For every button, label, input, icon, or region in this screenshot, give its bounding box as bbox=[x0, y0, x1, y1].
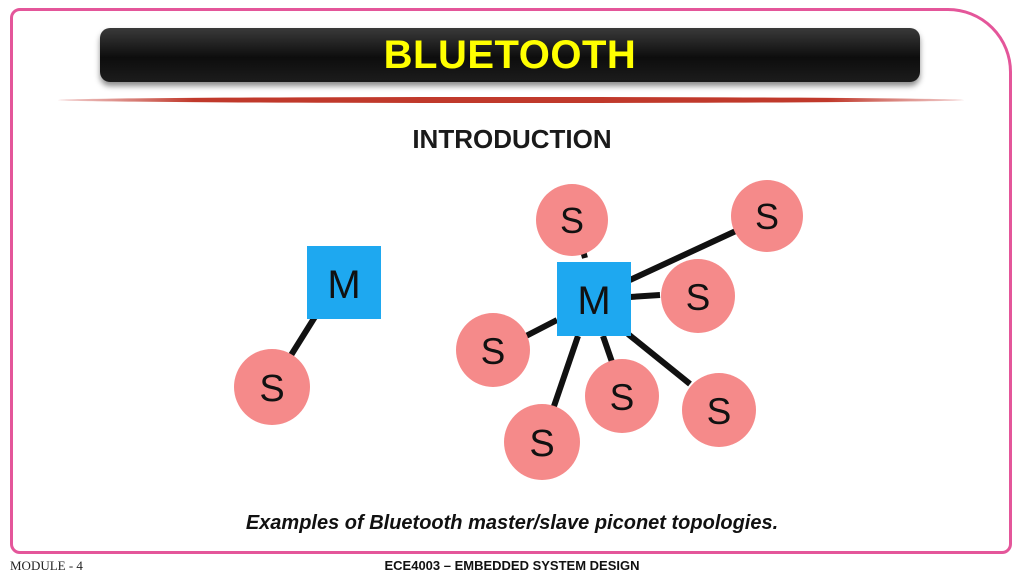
topology-point-to-multipoint: S S S S S S S M bbox=[456, 180, 803, 480]
slave-node bbox=[504, 404, 580, 480]
slide-title: BLUETOOTH bbox=[383, 32, 637, 77]
slave-node-label: S bbox=[707, 391, 732, 432]
link-line bbox=[524, 317, 559, 339]
title-bar: BLUETOOTH bbox=[100, 28, 920, 82]
slave-node-label: S bbox=[560, 200, 584, 241]
link-line bbox=[600, 335, 615, 363]
slave-node bbox=[585, 359, 659, 433]
master-node bbox=[557, 262, 631, 336]
link-line bbox=[626, 331, 692, 387]
slave-node bbox=[661, 259, 735, 333]
link-line bbox=[628, 227, 740, 283]
section-subtitle: INTRODUCTION bbox=[412, 124, 612, 154]
link-line bbox=[285, 310, 321, 362]
link-line bbox=[549, 335, 581, 413]
slave-node-label: S bbox=[610, 377, 635, 418]
slave-node bbox=[456, 313, 530, 387]
slave-node-label: S bbox=[529, 423, 554, 465]
master-node-label: M bbox=[327, 263, 360, 307]
slave-node-label: S bbox=[481, 331, 506, 372]
master-node-label: M bbox=[577, 279, 610, 323]
title-underline bbox=[58, 97, 964, 103]
slave-node bbox=[234, 349, 310, 425]
master-node bbox=[307, 246, 381, 319]
link-line bbox=[629, 292, 661, 300]
slave-node bbox=[682, 373, 756, 447]
topology-point-to-point: M S bbox=[234, 246, 381, 425]
slave-node bbox=[731, 180, 803, 252]
slave-node-label: S bbox=[686, 277, 711, 318]
module-label: MODULE - 4 bbox=[10, 558, 83, 573]
slave-node-label: S bbox=[755, 196, 779, 237]
figure-caption: Examples of Bluetooth master/slave picon… bbox=[245, 512, 779, 534]
course-footer: ECE4003 – EMBEDDED SYSTEM DESIGN bbox=[384, 558, 640, 573]
slave-node-label: S bbox=[259, 368, 284, 410]
slave-node bbox=[536, 184, 608, 256]
